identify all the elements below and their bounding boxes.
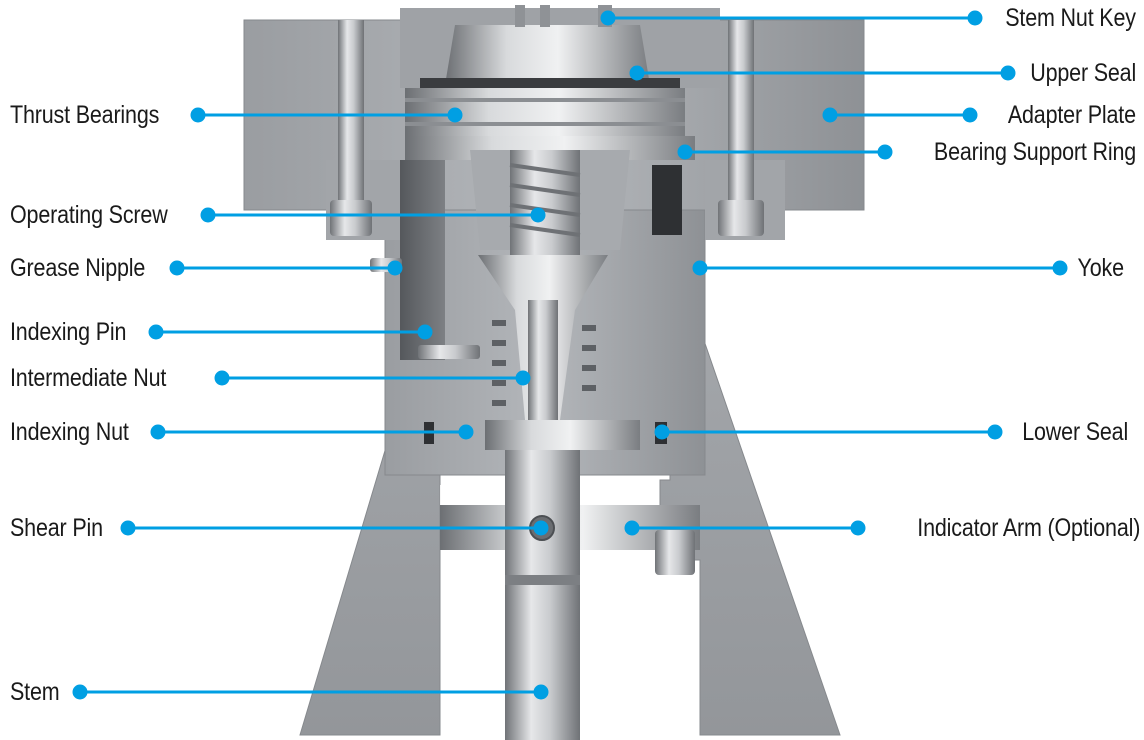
thrust-bearings-dot-inner xyxy=(447,107,463,123)
label-adapter-plate: Adapter Plate xyxy=(1007,101,1136,129)
label-bearing-support-ring: Bearing Support Ring xyxy=(933,138,1136,166)
label-thrust-bearings: Thrust Bearings xyxy=(10,101,160,129)
indicator-arm-dot-inner xyxy=(624,520,640,536)
shear-pin-dot-inner xyxy=(533,520,549,536)
lower-seal-dot-inner xyxy=(654,424,670,440)
indexing-pin-dot-outer xyxy=(148,324,164,340)
yoke-dot-outer xyxy=(1052,260,1068,276)
bearing-support-ring-dot-outer xyxy=(877,144,893,160)
lower-seal-dot-outer xyxy=(987,424,1003,440)
bearing-support-ring-dot-inner xyxy=(677,144,693,160)
label-yoke: Yoke xyxy=(1077,254,1125,282)
upper-seal-dot-outer xyxy=(1000,65,1016,81)
intermediate-nut-dot-outer xyxy=(214,370,230,386)
label-stem: Stem xyxy=(10,678,60,706)
indexing-pin-dot-inner xyxy=(417,324,433,340)
label-lower-seal: Lower Seal xyxy=(1022,418,1128,446)
thrust-bearings-dot-outer xyxy=(190,107,206,123)
label-stem-nut-key: Stem Nut Key xyxy=(1005,4,1136,32)
operating-screw-dot-inner xyxy=(530,207,546,223)
label-indexing-nut: Indexing Nut xyxy=(10,418,129,446)
stem-dot-outer xyxy=(72,684,88,700)
label-shear-pin: Shear Pin xyxy=(10,514,103,542)
label-indexing-pin: Indexing Pin xyxy=(10,318,127,346)
label-indicator-arm: Indicator Arm (Optional) xyxy=(917,514,1140,542)
grease-nipple-dot-inner xyxy=(387,260,403,276)
upper-seal-dot-inner xyxy=(629,65,645,81)
indexing-nut-dot-inner xyxy=(458,424,474,440)
stem-nut-key-dot-inner xyxy=(600,10,616,26)
grease-nipple-dot-outer xyxy=(169,260,185,276)
label-grease-nipple: Grease Nipple xyxy=(10,254,146,282)
stem-nut-key-dot-outer xyxy=(967,10,983,26)
operating-screw-dot-outer xyxy=(200,207,216,223)
adapter-plate-dot-outer xyxy=(962,107,978,123)
stem-dot-inner xyxy=(533,684,549,700)
valve-illustration xyxy=(243,5,865,740)
adapter-plate-dot-inner xyxy=(822,107,838,123)
label-upper-seal: Upper Seal xyxy=(1030,59,1136,87)
indicator-arm-dot-outer xyxy=(850,520,866,536)
indexing-nut-dot-outer xyxy=(150,424,166,440)
yoke-dot-inner xyxy=(692,260,708,276)
shear-pin-dot-outer xyxy=(120,520,136,536)
label-intermediate-nut: Intermediate Nut xyxy=(10,364,167,392)
intermediate-nut-dot-inner xyxy=(515,370,531,386)
label-operating-screw: Operating Screw xyxy=(10,201,168,229)
